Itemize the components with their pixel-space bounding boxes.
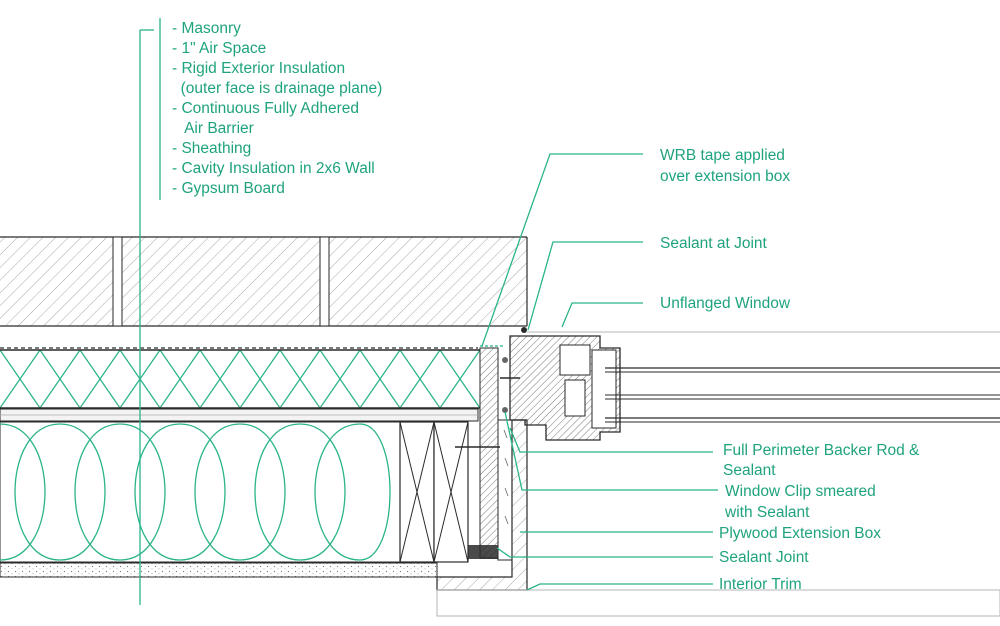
gypsum-board-layer: [0, 562, 438, 578]
masonry-layer: [0, 236, 528, 327]
wall-layer-label: - Gypsum Board: [172, 180, 285, 197]
callout-labels: WRB tape applied over extension box Seal…: [660, 147, 920, 593]
callout-wrb-tape: WRB tape applied: [660, 147, 785, 164]
rigid-insulation-layer: [0, 347, 480, 409]
wall-layer-label: (outer face is drainage plane): [172, 80, 382, 97]
unflanged-window: [502, 327, 1000, 441]
callout-sealant-at-joint: Sealant at Joint: [660, 235, 768, 252]
callout-wrb-tape-line2: over extension box: [660, 168, 790, 185]
callout-window-clip: Window Clip smeared: [725, 483, 876, 500]
callout-backer-rod: Full Perimeter Backer Rod &: [723, 442, 920, 459]
wall-layer-label: - Masonry: [172, 20, 241, 37]
wall-layer-label: Air Barrier: [172, 120, 254, 137]
callout-unflanged-window: Unflanged Window: [660, 295, 791, 312]
callout-window-clip-line2: with Sealant: [724, 504, 810, 521]
wall-layer-label: - Sheathing: [172, 140, 251, 157]
leader-lines: [139, 18, 718, 605]
sheathing-layer: [0, 408, 479, 422]
wall-layer-list: - Masonry - 1" Air Space - Rigid Exterio…: [172, 20, 382, 197]
wall-layer-label: - Continuous Fully Adhered: [172, 100, 359, 117]
plywood-extension-box: [455, 347, 520, 561]
callout-backer-rod-line2: Sealant: [723, 462, 776, 479]
callout-interior-trim: Interior Trim: [719, 576, 802, 593]
wall-layer-label: - Cavity Insulation in 2x6 Wall: [172, 160, 375, 177]
stud-framing: [399, 421, 469, 563]
cavity-insulation-layer: [0, 421, 401, 563]
wall-layer-label: - 1" Air Space: [172, 40, 266, 57]
wall-layer-label: - Rigid Exterior Insulation: [172, 60, 345, 77]
callout-sealant-joint: Sealant Joint: [719, 549, 809, 566]
callout-plywood-box: Plywood Extension Box: [719, 525, 881, 542]
